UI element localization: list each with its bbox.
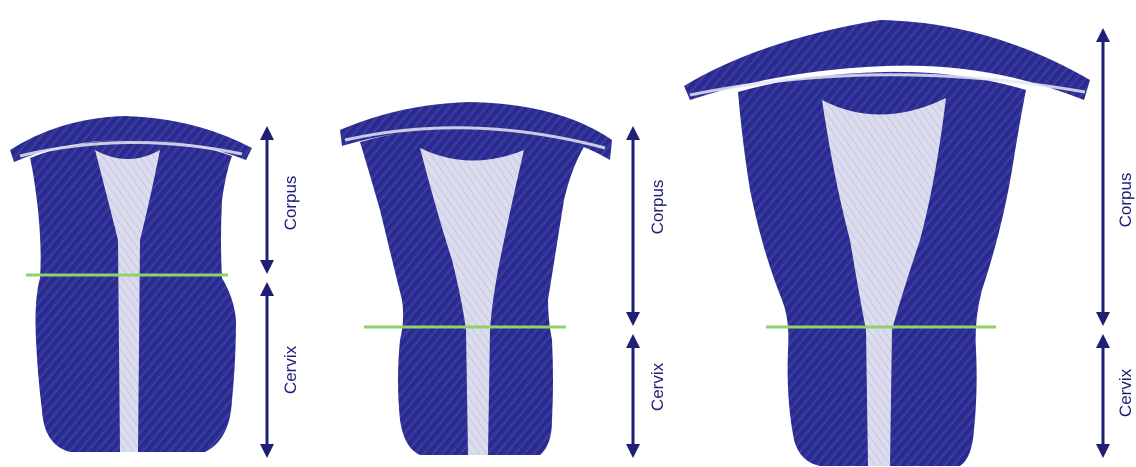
- measure-arrows-large: Corpus Cervix: [1096, 28, 1135, 458]
- cervix-label-medium: Cervix: [648, 362, 667, 411]
- corpus-label-large: Corpus: [1116, 173, 1135, 228]
- corpus-label-medium: Corpus: [648, 180, 667, 235]
- measure-arrows-medium: Corpus Cervix: [626, 126, 667, 458]
- uterus-small: [10, 116, 252, 452]
- uterus-medium: [340, 102, 612, 455]
- corpus-label-small: Corpus: [281, 176, 300, 231]
- cervix-label-large: Cervix: [1116, 368, 1135, 417]
- measure-arrows-small: Corpus Cervix: [260, 126, 300, 458]
- uterus-large: [684, 20, 1090, 466]
- cervix-label-small: Cervix: [281, 345, 300, 394]
